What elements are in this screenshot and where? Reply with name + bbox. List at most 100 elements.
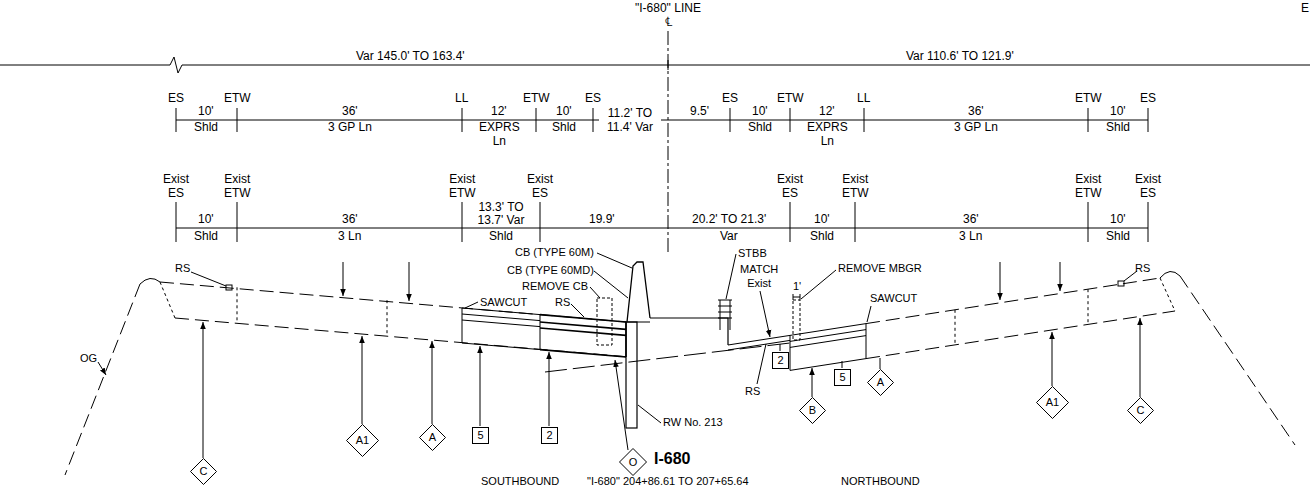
label-holder: Var 110.6' TO 121.9' xyxy=(906,50,1014,64)
dimension-tick xyxy=(793,294,800,300)
label-holder: RW No. 213 xyxy=(663,416,723,429)
callout-leader xyxy=(842,361,843,368)
drawing-label: 36' xyxy=(342,105,358,119)
drawing-label: LL xyxy=(455,92,468,106)
label-holder: Shld xyxy=(552,121,576,135)
drawing-label: Shld xyxy=(748,121,772,135)
callout-leader xyxy=(1140,318,1141,397)
drawing-label: 12' xyxy=(819,105,835,119)
label-holder: Shld xyxy=(194,121,218,135)
dimension-tick xyxy=(176,202,1148,242)
label-holder: RS xyxy=(175,262,190,275)
drawing-label: Var xyxy=(720,230,738,244)
label-holder: ETW xyxy=(224,92,251,106)
drawing-label: CB (TYPE 60M) xyxy=(515,246,594,259)
label-holder: Shld xyxy=(489,230,513,244)
drawing-label: Exist ETW xyxy=(1075,172,1102,200)
removed-guardrail xyxy=(793,300,800,340)
label-holder: 10' xyxy=(752,105,768,119)
callout-leader xyxy=(203,322,204,458)
removed-barrier xyxy=(597,298,612,345)
drawing-label: SAWCUT xyxy=(480,296,527,309)
leader-line xyxy=(191,253,1137,423)
callout-text: B xyxy=(799,404,826,417)
drawing-label: 10' xyxy=(1110,213,1126,227)
label-holder: 36' xyxy=(342,213,358,227)
callout-box: 5 xyxy=(472,427,489,444)
drawing-label: CB (TYPE 60MD) xyxy=(507,264,594,277)
stbb-symbol xyxy=(718,300,732,330)
label-holder: 13.3' TO 13.7' Var xyxy=(472,201,530,227)
label-holder: Exist ES xyxy=(163,172,189,200)
drawing-label: ETW xyxy=(1075,92,1102,106)
drawing-label: STBB xyxy=(738,247,767,260)
drawing-label: 36' xyxy=(963,213,979,227)
drawing-label: ES xyxy=(168,92,184,106)
label-holder: 11.2' TO 11.4' Var xyxy=(599,106,661,134)
callout-leader xyxy=(362,336,363,424)
drawing-label: Exist ES xyxy=(163,172,189,200)
label-holder: 20.2' TO 21.3' xyxy=(692,213,766,227)
grade-arrow xyxy=(409,262,410,301)
label-holder: 36' xyxy=(963,213,979,227)
drawing-label: Shld xyxy=(1106,230,1130,244)
drawing-label: "I-680" 204+86.61 TO 207+65.64 xyxy=(587,475,749,488)
label-holder: Shld xyxy=(194,230,218,244)
label-holder: EXPRS Ln xyxy=(807,121,848,149)
dimension-tick xyxy=(176,108,1148,132)
label-holder: 12' xyxy=(491,105,507,119)
rumble-strip xyxy=(226,285,232,290)
callout-leader xyxy=(1052,332,1053,386)
callout-box: 5 xyxy=(834,369,851,386)
label-holder: LL xyxy=(455,92,468,106)
drawing-label: 3 Ln xyxy=(959,230,982,244)
sawcut-pavement xyxy=(790,324,866,371)
diamond-shape xyxy=(800,398,826,424)
callout-text: C xyxy=(190,465,217,478)
label-holder: Var 145.0' TO 163.4' xyxy=(356,50,465,64)
label-holder: Shld xyxy=(748,121,772,135)
lane-line xyxy=(955,278,1175,345)
drawing-label: RS xyxy=(175,262,190,275)
label-holder: MATCH Exist xyxy=(740,262,778,290)
callout-text: A1 xyxy=(1036,396,1069,409)
label-holder: Shld xyxy=(810,230,834,244)
drawing-label: 10' xyxy=(556,105,572,119)
drawing-label: SAWCUT xyxy=(870,292,917,305)
callout-leader xyxy=(880,358,881,369)
label-holder: Exist ES xyxy=(1135,172,1161,200)
callout-text: O xyxy=(619,456,647,469)
label-holder: 1' xyxy=(793,280,801,293)
drawing-label: 3 GP Ln xyxy=(328,121,372,135)
median-block xyxy=(626,318,728,345)
drawing-label: RS xyxy=(555,296,570,309)
drawing-label: Exist ES xyxy=(527,172,553,200)
callout-diamond: A xyxy=(867,369,894,396)
label-holder: E xyxy=(1301,2,1309,16)
drawing-label: Shld xyxy=(194,121,218,135)
drawing-label: Exist ES xyxy=(777,172,803,200)
label-holder: 3 Ln xyxy=(338,230,361,244)
centerline xyxy=(668,31,669,255)
drawing-label: Exist ETW xyxy=(449,172,476,200)
label-holder: Exist ES xyxy=(527,172,553,200)
drawing-label: ES xyxy=(585,92,601,106)
label-holder: 10' xyxy=(556,105,572,119)
label-holder: 9.5' xyxy=(690,105,709,119)
callout-diamond: A xyxy=(419,424,446,451)
diamond-shape xyxy=(191,459,217,485)
drawing-label: ETW xyxy=(777,92,804,106)
label-holder: 36' xyxy=(342,105,358,119)
callout-text: 2 xyxy=(773,354,788,367)
drawing-label: RW No. 213 xyxy=(663,416,723,429)
callout-leader xyxy=(780,344,781,351)
grade-arrow xyxy=(1060,262,1061,291)
drawing-label: Exist ETW xyxy=(224,172,251,200)
existing-shoulder xyxy=(728,335,790,370)
concrete-barrier xyxy=(627,262,650,322)
drawing-label: 10' xyxy=(752,105,768,119)
label-holder: NORTHBOUND xyxy=(841,475,920,488)
label-holder: ETW xyxy=(1075,92,1102,106)
